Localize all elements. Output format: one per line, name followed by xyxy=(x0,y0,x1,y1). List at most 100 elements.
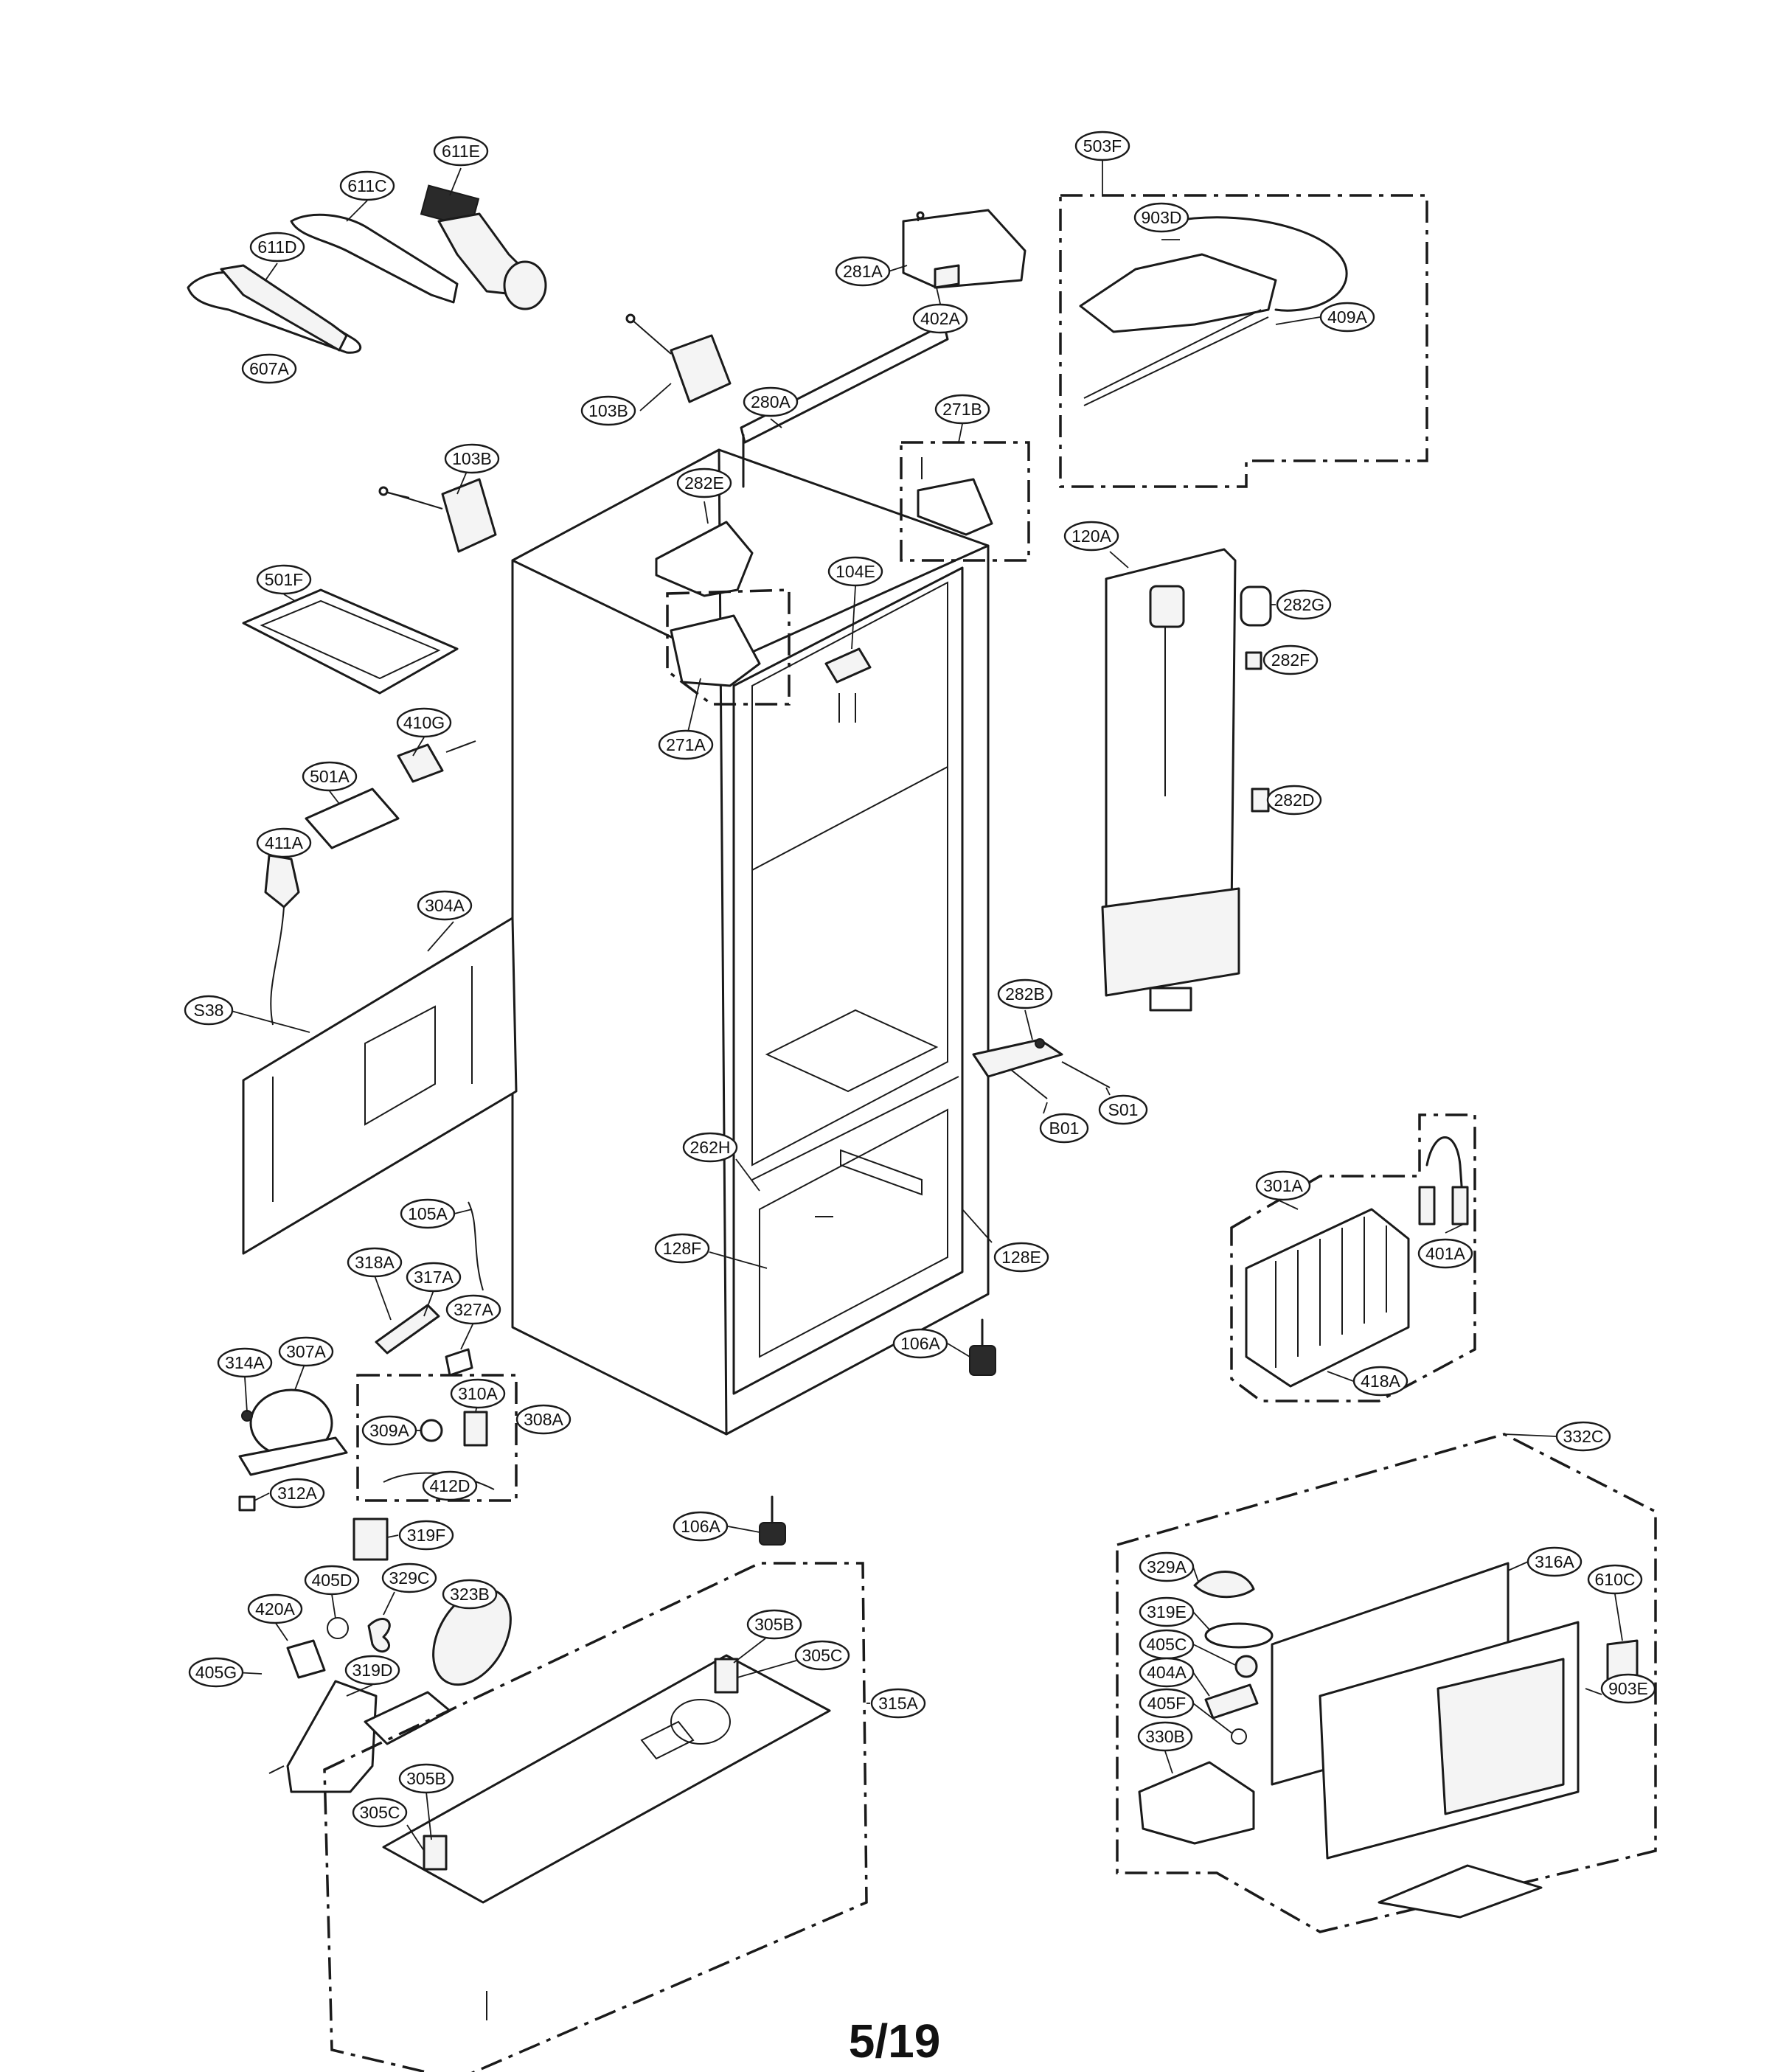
svg-text:405G: 405G xyxy=(195,1663,237,1682)
upper-bracket-parts xyxy=(383,209,1030,723)
svg-text:301A: 301A xyxy=(1263,1176,1303,1195)
svg-text:412D: 412D xyxy=(430,1476,470,1495)
svg-text:316A: 316A xyxy=(1535,1552,1574,1571)
callout-106A-b: 106A xyxy=(673,1511,729,1542)
callout-labels: 611E 611C 611D 607A 281A 402A 503F 903D … xyxy=(184,131,1656,1828)
screws xyxy=(268,313,923,2020)
svg-text:305C: 305C xyxy=(802,1646,843,1665)
svg-text:310A: 310A xyxy=(458,1384,498,1403)
leveling-foot-a xyxy=(969,1318,996,1376)
callout-120A: 120A xyxy=(1063,521,1119,552)
kit-503F xyxy=(1059,194,1428,488)
callout-319E: 319E xyxy=(1139,1596,1195,1627)
callout-308A: 308A xyxy=(515,1404,572,1435)
callout-329C: 329C xyxy=(381,1562,437,1593)
callout-305C-top: 305C xyxy=(794,1640,850,1671)
callout-330B: 330B xyxy=(1137,1721,1193,1752)
callout-103B-top: 103B xyxy=(580,395,636,426)
callout-281A: 281A xyxy=(835,256,891,287)
svg-text:309A: 309A xyxy=(369,1421,409,1440)
callout-315A: 315A xyxy=(870,1688,926,1719)
svg-text:305B: 305B xyxy=(754,1615,794,1634)
callout-405D: 405D xyxy=(304,1565,360,1596)
callout-262H: 262H xyxy=(682,1132,738,1163)
callout-282E: 282E xyxy=(676,467,732,498)
callout-327A: 327A xyxy=(445,1294,501,1325)
svg-text:106A: 106A xyxy=(900,1334,940,1353)
callout-501F: 501F xyxy=(256,564,312,595)
svg-text:105A: 105A xyxy=(408,1204,448,1223)
callout-410G: 410G xyxy=(396,707,452,738)
svg-text:318A: 318A xyxy=(355,1253,395,1272)
callout-611D: 611D xyxy=(249,232,305,263)
svg-text:282B: 282B xyxy=(1005,984,1045,1004)
svg-text:420A: 420A xyxy=(255,1599,295,1619)
callout-S38: S38 xyxy=(184,995,234,1026)
svg-text:903E: 903E xyxy=(1608,1679,1648,1698)
drain-parts xyxy=(352,1201,484,1561)
svg-text:304A: 304A xyxy=(425,896,465,915)
callout-607A: 607A xyxy=(241,353,297,384)
callout-106A-a: 106A xyxy=(892,1328,948,1359)
svg-text:409A: 409A xyxy=(1327,307,1367,327)
svg-text:329A: 329A xyxy=(1147,1557,1187,1576)
svg-text:405F: 405F xyxy=(1147,1694,1186,1713)
hinge-282B xyxy=(972,1038,1111,1099)
callout-271B: 271B xyxy=(934,394,990,425)
callout-128E: 128E xyxy=(993,1242,1049,1273)
svg-text:B01: B01 xyxy=(1049,1119,1080,1138)
callout-402A: 402A xyxy=(912,303,968,334)
callout-282D: 282D xyxy=(1266,785,1322,816)
callout-304A: 304A xyxy=(417,890,473,921)
svg-text:332C: 332C xyxy=(1563,1427,1604,1446)
svg-text:308A: 308A xyxy=(524,1410,563,1429)
callout-305B-bot: 305B xyxy=(398,1763,454,1794)
svg-text:307A: 307A xyxy=(286,1342,326,1361)
callout-314A: 314A xyxy=(217,1347,273,1378)
callout-309A: 309A xyxy=(361,1415,417,1446)
svg-text:319D: 319D xyxy=(352,1661,393,1680)
svg-text:120A: 120A xyxy=(1071,526,1111,546)
svg-text:106A: 106A xyxy=(681,1517,720,1536)
callout-409A: 409A xyxy=(1319,302,1375,333)
gasket-282G xyxy=(1240,585,1272,627)
svg-text:315A: 315A xyxy=(878,1694,918,1713)
svg-text:405D: 405D xyxy=(312,1571,352,1590)
svg-text:305B: 305B xyxy=(406,1769,446,1788)
callout-317A: 317A xyxy=(406,1262,462,1293)
callout-319D: 319D xyxy=(344,1655,400,1686)
svg-text:501F: 501F xyxy=(265,570,303,589)
callout-323B: 323B xyxy=(442,1579,498,1610)
callout-316A: 316A xyxy=(1526,1546,1583,1577)
svg-text:271A: 271A xyxy=(666,735,706,754)
callout-301A: 301A xyxy=(1255,1170,1311,1201)
refrigerator-cabinet xyxy=(511,448,990,1436)
svg-text:411A: 411A xyxy=(265,833,304,852)
svg-text:319E: 319E xyxy=(1147,1602,1187,1621)
callout-282B: 282B xyxy=(997,978,1053,1009)
callout-105A: 105A xyxy=(400,1198,456,1229)
svg-text:611E: 611E xyxy=(442,142,480,161)
svg-text:271B: 271B xyxy=(942,400,982,419)
door-liner-120A xyxy=(1101,548,1240,1012)
svg-text:314A: 314A xyxy=(225,1353,265,1372)
svg-text:317A: 317A xyxy=(414,1268,454,1287)
callout-411A: 411A xyxy=(256,827,312,858)
callout-282G: 282G xyxy=(1276,589,1332,620)
condenser-fan-parts xyxy=(286,1588,512,1793)
callout-307A: 307A xyxy=(278,1336,334,1367)
condenser-coil-323B xyxy=(432,1588,512,1686)
svg-text:327A: 327A xyxy=(454,1300,493,1319)
callout-282F: 282F xyxy=(1262,644,1319,675)
svg-text:503F: 503F xyxy=(1083,136,1122,156)
relay-kit-308A xyxy=(356,1374,518,1502)
svg-text:S38: S38 xyxy=(194,1001,224,1020)
svg-text:281A: 281A xyxy=(843,262,883,281)
svg-text:103B: 103B xyxy=(452,449,492,468)
callout-610C: 610C xyxy=(1587,1564,1643,1595)
callout-271A: 271A xyxy=(658,729,714,760)
svg-text:128F: 128F xyxy=(663,1239,701,1258)
callout-329A: 329A xyxy=(1139,1551,1195,1582)
svg-text:330B: 330B xyxy=(1145,1727,1185,1746)
